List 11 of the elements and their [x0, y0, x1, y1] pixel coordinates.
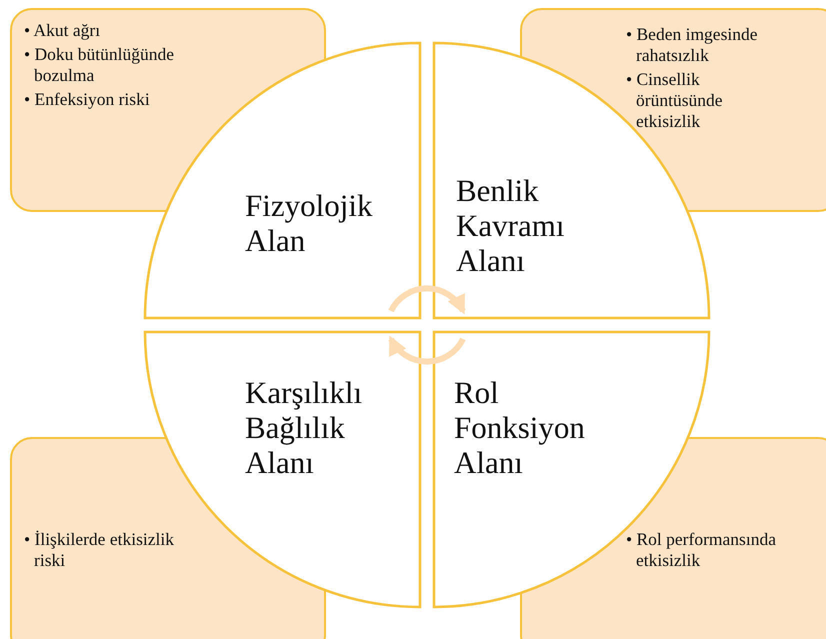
- bullet-item: • Akut ağrı: [24, 20, 102, 41]
- bullet-item: • Rol performansında etkisizlik: [626, 529, 777, 571]
- quadrant-label: Benlik Kavramı Alanı: [456, 173, 566, 278]
- bullet-item: • Doku bütünlüğünde bozulma: [24, 44, 176, 86]
- bullet-item: • Beden imgesinde rahatsızlık: [626, 24, 759, 66]
- bullet-item: • Cinsellik örüntüsünde etkisizlik: [626, 69, 724, 132]
- quadrant-label: Karşılıklı Bağlılık Alanı: [245, 375, 364, 480]
- bullet-item: • Enfeksiyon riski: [24, 89, 151, 110]
- bullet-item: • İlişkilerde etkisizlik riski: [24, 529, 175, 571]
- quadrant-label: Rol Fonksiyon Alanı: [454, 375, 586, 480]
- quadrant-label: Fizyolojik Alan: [245, 188, 374, 258]
